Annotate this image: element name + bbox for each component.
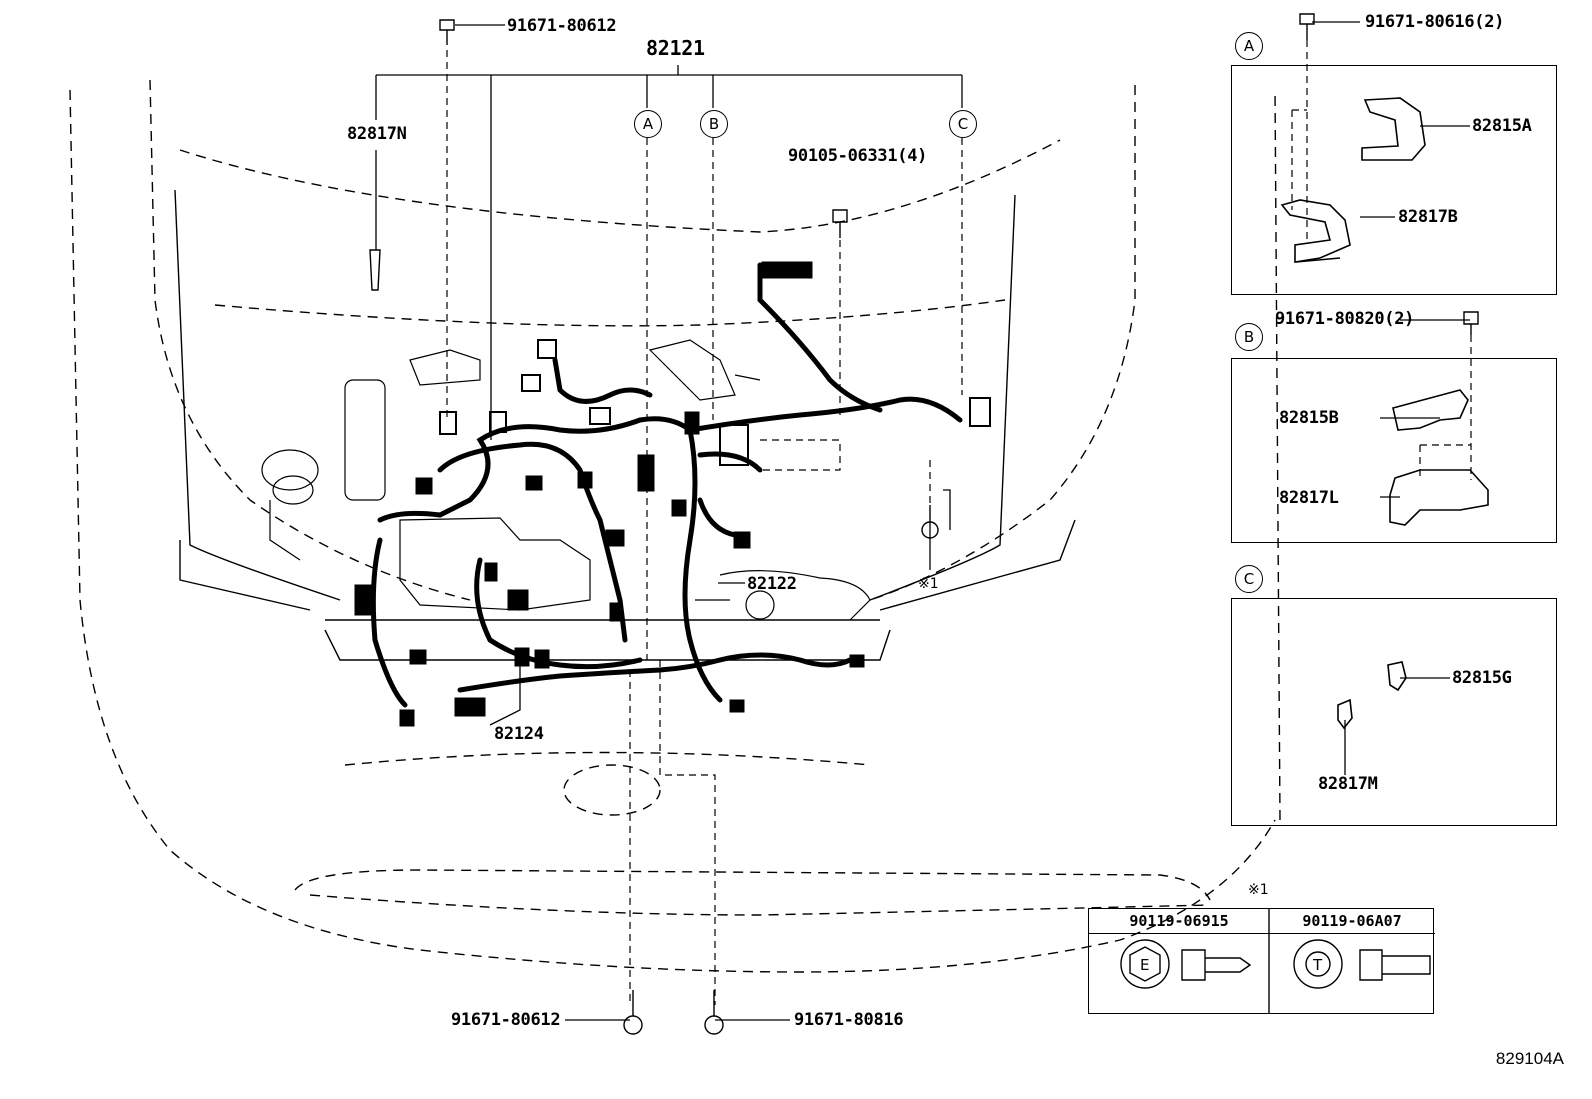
- harness-wires: [370, 262, 963, 708]
- dashed-guides: [446, 40, 1472, 1005]
- wire-82124-label: 82124: [494, 724, 544, 744]
- detail-b-bolt-label: 91671-80820(2): [1275, 309, 1415, 329]
- detail-b-box: [1231, 358, 1557, 543]
- center-bolt-label: 90105-06331(4): [788, 146, 928, 166]
- detail-a-parts: [1280, 97, 1426, 263]
- detail-c-part2-label: 82817M: [1318, 774, 1378, 794]
- detail-a-marker: A: [1235, 32, 1263, 60]
- callout-b: B: [700, 110, 728, 138]
- bottom-right-bolt-label: 91671-80816: [794, 1010, 904, 1030]
- callout-a: A: [634, 110, 662, 138]
- detail-c-part1-label: 82815G: [1452, 668, 1512, 688]
- callout-c: C: [949, 110, 977, 138]
- protector-82817N-label: 82817N: [347, 124, 407, 144]
- note-table-letter-t: T: [1313, 956, 1323, 974]
- connectors: [354, 261, 991, 727]
- bolt-icons: [369, 13, 1479, 1035]
- note-table-col2-part: 90119-06A07: [1269, 909, 1435, 934]
- illustration-code: 829104A: [1495, 1049, 1564, 1068]
- harness-82122-label: 82122: [747, 574, 797, 594]
- detail-a-part1-label: 82815A: [1472, 116, 1532, 136]
- note-table: 90119-06915 90119-06A07: [1088, 908, 1435, 1014]
- note-mark-1: ※1: [918, 576, 939, 592]
- bottom-left-bolt-label: 91671-80612: [451, 1010, 561, 1030]
- detail-b-part2-label: 82817L: [1279, 488, 1339, 508]
- fender-lines: [174, 189, 1076, 661]
- detail-b-part1-label: 82815B: [1279, 408, 1339, 428]
- top-bolt-label: 91671-80612: [507, 16, 617, 36]
- detail-c-marker: C: [1235, 565, 1263, 593]
- detail-a-box: [1231, 65, 1557, 295]
- note-table-mark: ※1: [1248, 882, 1269, 898]
- detail-c-parts: [1337, 661, 1407, 730]
- detail-a-part2-label: 82817B: [1398, 207, 1458, 227]
- note-table-col-2: 90119-06A07: [1269, 909, 1435, 1013]
- detail-b-marker: B: [1235, 323, 1263, 351]
- note-table-icons: [1120, 908, 1431, 1014]
- note-table-letter-e: E: [1140, 956, 1150, 974]
- note-table-col-1: 90119-06915: [1089, 909, 1269, 1013]
- detail-c-box: [1231, 598, 1557, 826]
- detail-b-parts: [1389, 389, 1489, 526]
- harness-82121-label: 82121: [646, 36, 705, 60]
- note-table-col1-part: 90119-06915: [1089, 909, 1269, 934]
- leader-lines: [375, 21, 1470, 1021]
- engine-block-outline: [261, 339, 871, 621]
- vehicle-body-outline: [69, 79, 1281, 973]
- detail-a-bolt-label: 91671-80616(2): [1365, 12, 1505, 32]
